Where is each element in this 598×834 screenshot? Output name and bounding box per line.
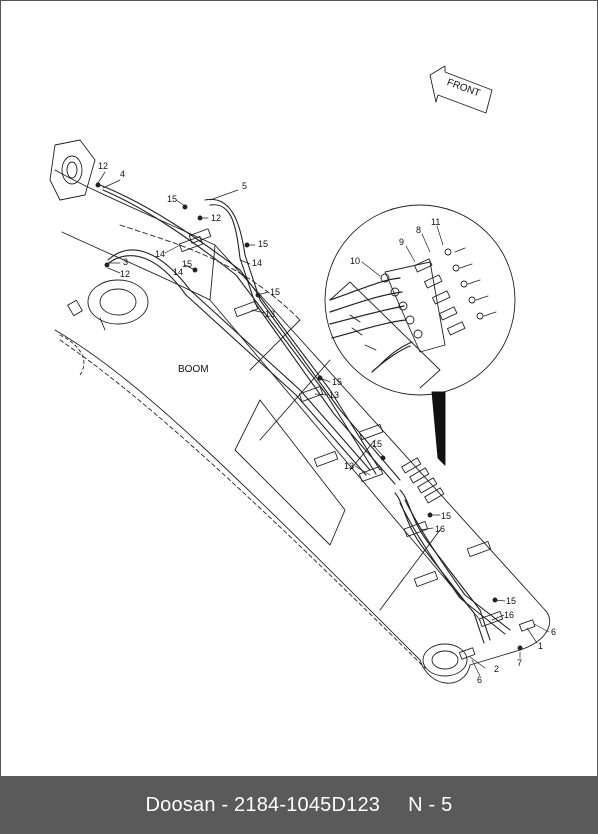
front-arrow-icon — [429, 65, 493, 114]
front-label: FRONT — [445, 77, 481, 99]
callout-label: 13 — [329, 390, 339, 400]
callout-label: 15 — [258, 239, 268, 249]
callout-label: 1 — [538, 641, 543, 651]
callout-label: 4 — [120, 169, 125, 179]
fittings-nose — [401, 457, 536, 660]
footer-brand: Doosan — [145, 793, 216, 816]
callout-label: 12 — [98, 161, 108, 171]
callout-label: 5 — [242, 181, 247, 191]
boom-outline — [54, 169, 551, 684]
callout-label: 14 — [252, 258, 262, 268]
callout-label: 6 — [477, 675, 482, 685]
hydraulic-pipes — [99, 184, 511, 644]
hydraulic-piping-diagram: FRONT BOOM 12 4 5 15 12 15 14 3 12 15 14… — [49, 65, 556, 685]
callout-label: 15 — [167, 194, 177, 204]
callout-label: 16 — [435, 524, 445, 534]
inset-pointer — [431, 391, 446, 466]
callout-label: 12 — [211, 213, 221, 223]
callout-labels: 12 4 5 15 12 15 14 3 12 15 14 15 14 13 1… — [98, 161, 556, 685]
callout-label: 15 — [332, 377, 342, 387]
boom-pivot — [49, 139, 149, 331]
callout-label: 9 — [399, 237, 404, 247]
callout-label: 14 — [155, 249, 165, 259]
callout-label: 7 — [517, 658, 522, 668]
pipe-clamps — [178, 228, 504, 627]
callout-label: 13 — [344, 461, 354, 471]
callout-label: 11 — [431, 217, 440, 227]
footer-part-number: - 2184-1045D123 — [221, 793, 381, 816]
footer-bar: Doosan - 2184-1045D123 N - 5 — [0, 776, 598, 834]
footer-page-ref: N - 5 — [408, 793, 453, 816]
callout-label: 14 — [173, 267, 183, 277]
callout-label: 15 — [506, 596, 516, 606]
callout-label: 2 — [494, 664, 499, 674]
callout-label: 15 — [372, 439, 382, 449]
callout-label: 15 — [270, 287, 280, 297]
callout-label: 15 — [441, 511, 451, 521]
boom-label: BOOM — [178, 364, 209, 375]
callout-label: 3 — [123, 257, 128, 267]
callout-label: 6 — [551, 627, 556, 637]
callout-label: 13 — [265, 309, 275, 319]
callout-label: 10 — [350, 256, 360, 266]
callout-label: 15 — [182, 259, 192, 269]
callout-label: 16 — [504, 610, 514, 620]
leader-lines — [97, 171, 550, 677]
callout-label: 12 — [120, 269, 130, 279]
bolts — [95, 182, 523, 651]
callout-label: 8 — [416, 225, 421, 235]
detail-inset — [324, 204, 516, 396]
